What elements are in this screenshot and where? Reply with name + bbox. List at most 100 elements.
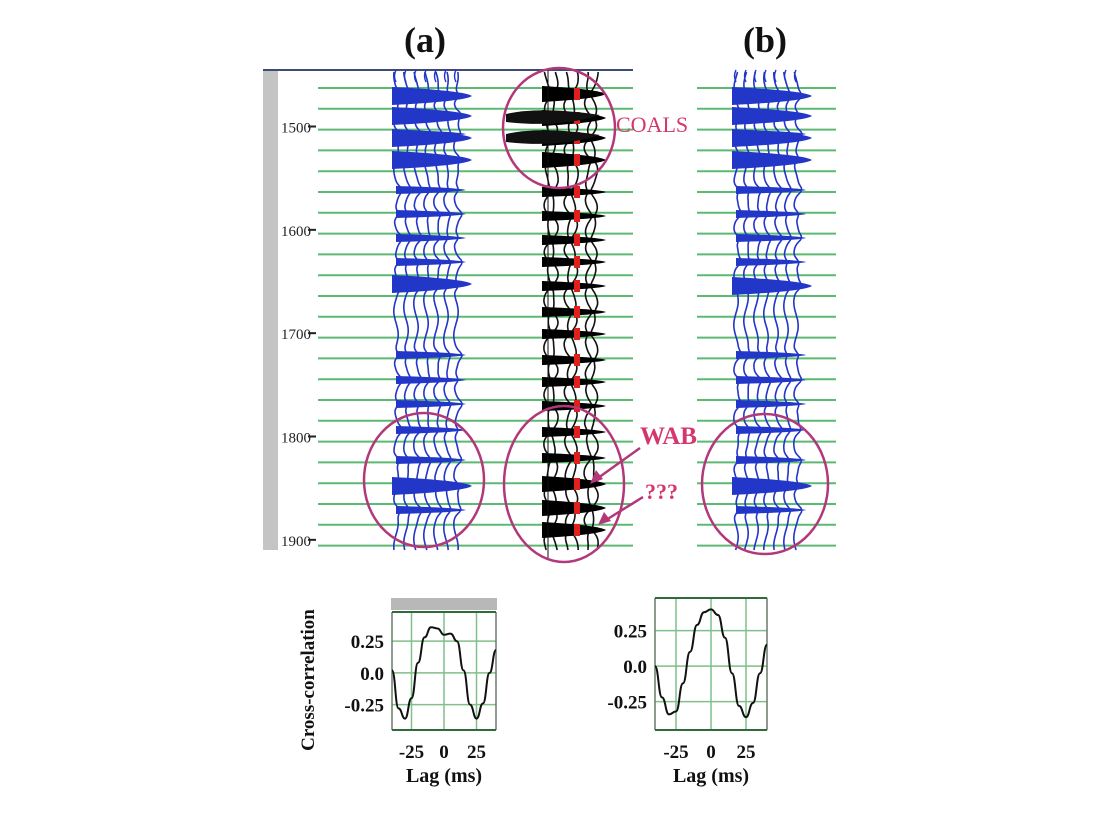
trace-tail: [433, 69, 437, 83]
depth-axis-bar: [263, 70, 278, 550]
trace-fill: [396, 258, 466, 266]
x-tick-label: 25: [737, 742, 756, 763]
strong-reflection: [732, 477, 812, 495]
coal-wiggle: [506, 130, 600, 144]
seismic-trace: [402, 71, 413, 551]
synthetic-red-mark: [574, 426, 580, 438]
trace-tail: [793, 69, 797, 83]
trace-fill: [396, 234, 466, 242]
seismic-trace: [432, 71, 444, 551]
synthetic-red-mark: [574, 186, 580, 198]
strong-reflection: [732, 107, 812, 125]
y-tick-label: 0.0: [360, 664, 384, 685]
synthetic-traces: [506, 70, 606, 558]
synthetic-red-mark: [574, 478, 580, 490]
unknown-arrow-head: [598, 512, 611, 525]
x-tick-label: 0: [439, 742, 449, 763]
trace-fill: [736, 376, 806, 384]
trace-fill: [736, 400, 806, 408]
seismic-trace: [792, 71, 803, 551]
trace-fill: [396, 456, 466, 464]
strong-reflection: [732, 129, 812, 147]
depth-tick-label: 1600: [281, 224, 311, 240]
trace-fill: [396, 351, 466, 359]
trace-fill: [736, 210, 806, 218]
seismic-trace: [742, 71, 753, 551]
coal-wiggle: [506, 110, 600, 124]
wab-arrow-head: [590, 470, 603, 484]
strong-reflection: [392, 477, 472, 495]
panel-label-b: (b): [743, 20, 787, 60]
synthetic-red-mark: [574, 154, 580, 166]
trace-fill: [396, 210, 466, 218]
trace-tail: [393, 69, 397, 83]
trace-tail: [763, 69, 767, 83]
trace-fill: [396, 400, 466, 408]
coals-label: COALS: [616, 112, 688, 137]
x-tick-label: -25: [663, 742, 688, 763]
strong-reflection: [392, 87, 472, 105]
trace-fill: [736, 426, 806, 434]
depth-tick-label: 1800: [281, 431, 311, 447]
unknown-arrow-line: [605, 495, 644, 522]
depth-axis-ticks: 1500 1600 1700 1800 1900: [281, 121, 316, 550]
x-tick-label: 0: [706, 742, 716, 763]
correlation-curve: [654, 608, 768, 719]
chart-header-bar: [391, 598, 497, 610]
synthetic-red-mark: [574, 88, 580, 100]
trace-fill: [396, 506, 466, 514]
x-axis-label: Lag (ms): [406, 765, 482, 787]
seismic-trace: [452, 71, 463, 551]
depth-tick-label: 1900: [281, 534, 311, 550]
strong-reflection: [392, 129, 472, 147]
real-traces-b: [732, 69, 812, 551]
synthetic-red-mark: [574, 452, 580, 464]
strong-reflection: [392, 151, 472, 169]
trace-fill: [736, 234, 806, 242]
trace-tail: [413, 69, 417, 83]
seismic-trace: [762, 71, 773, 550]
strong-reflection: [732, 151, 812, 169]
x-tick-label: -25: [399, 742, 424, 763]
trace-fill: [396, 426, 466, 434]
seismic-trace: [782, 71, 792, 551]
synthetic-red-mark: [574, 234, 580, 246]
synthetic-red-mark: [574, 328, 580, 340]
trace-tail: [453, 69, 457, 83]
trace-fill: [736, 186, 806, 194]
trace-tail: [443, 69, 447, 83]
synthetic-red-mark: [574, 306, 580, 318]
strong-reflection: [732, 277, 812, 295]
y-tick-label: -0.25: [607, 693, 647, 714]
strong-reflection: [732, 87, 812, 105]
wab-label: WAB: [640, 423, 697, 450]
seismic-trace: [422, 71, 433, 551]
strong-reflection: [392, 275, 472, 293]
coals-circle: [501, 66, 617, 190]
trace-tail: [753, 69, 757, 83]
y-tick-label: -0.25: [344, 696, 384, 717]
trace-tail: [743, 69, 747, 83]
synthetic-red-mark: [574, 256, 580, 268]
trace-fill: [736, 351, 806, 359]
unknown-label: ???: [645, 479, 678, 504]
synthetic-red-mark: [574, 502, 580, 514]
trace-tail: [733, 69, 737, 83]
trace-tail: [783, 69, 787, 83]
wab-arrow-line: [597, 446, 641, 480]
x-axis-label: Lag (ms): [673, 765, 749, 787]
x-tick-label: 25: [467, 742, 486, 763]
cross-correlation-axis-label: Cross-correlation: [298, 609, 319, 751]
trace-tail: [403, 69, 407, 83]
trace-fill: [396, 186, 466, 194]
seismic-trace: [413, 71, 423, 551]
synthetic-red-mark: [574, 376, 580, 388]
depth-tick-label: 1500: [281, 121, 311, 137]
trace-tail: [423, 69, 427, 83]
trace-tail: [773, 69, 777, 83]
wab-circle-a: [362, 411, 486, 549]
depth-tick-label: 1700: [281, 327, 311, 343]
